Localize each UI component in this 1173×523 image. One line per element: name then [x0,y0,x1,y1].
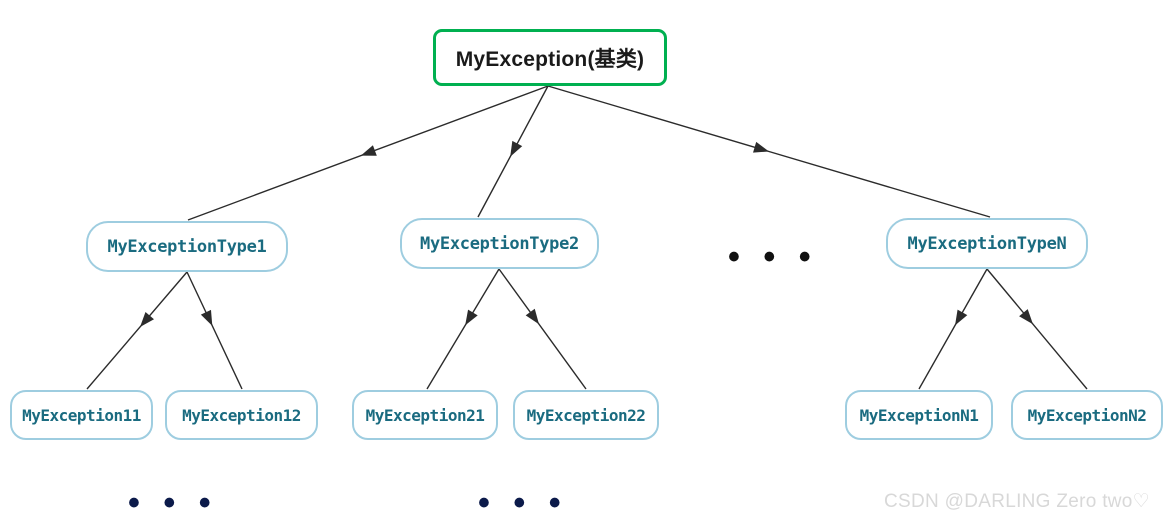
node-exception-n1: MyExceptionN1 [845,390,993,440]
edge-line [186,271,243,390]
node-exception-type-1: MyExceptionType1 [86,221,288,272]
node-label: MyExceptionType1 [107,236,267,257]
edge-line [86,271,188,390]
ellipsis-group2-more: • • • [478,484,568,522]
edge-line [426,268,500,390]
node-label: MyExceptionTypeN [907,233,1067,254]
node-exception-11: MyException11 [10,390,153,440]
node-root: MyException(基类) [433,29,667,86]
edge-arrowhead-icon [360,145,377,156]
edge-line [986,268,1088,390]
node-label: MyException21 [365,405,485,425]
edge-line [477,85,549,218]
node-label: MyException22 [526,405,646,425]
ellipsis-group1-more: • • • [128,484,218,522]
edge-arrowhead-icon [465,309,478,326]
edge-line [918,268,988,390]
node-exception-type-n: MyExceptionTypeN [886,218,1088,269]
node-label: MyExceptionN1 [859,405,979,425]
edge-arrowhead-icon [753,141,769,153]
edge-arrowhead-icon [140,311,155,327]
node-exception-22: MyException22 [513,390,659,440]
ellipsis-level2-gap: • • • [728,238,818,276]
edge-line [498,268,587,390]
node-root-label: MyException(基类) [455,47,645,71]
node-exception-12: MyException12 [165,390,318,440]
node-label: MyException11 [22,405,141,425]
edge-arrowhead-icon [525,308,540,325]
watermark: CSDN @DARLING Zero two♡ [884,491,1150,512]
node-exception-21: MyException21 [352,390,498,440]
node-exception-type-2: MyExceptionType2 [400,218,599,269]
edge-arrowhead-icon [1019,309,1033,325]
edge-arrowhead-icon [200,309,213,326]
edge-line [187,85,549,221]
node-exception-n2: MyExceptionN2 [1011,390,1163,440]
node-label: MyExceptionType2 [420,233,579,254]
node-label: MyException12 [182,405,301,425]
node-label: MyExceptionN2 [1027,405,1147,425]
edge-line [547,85,991,218]
edge-arrowhead-icon [510,140,523,157]
edge-arrowhead-icon [955,309,968,326]
